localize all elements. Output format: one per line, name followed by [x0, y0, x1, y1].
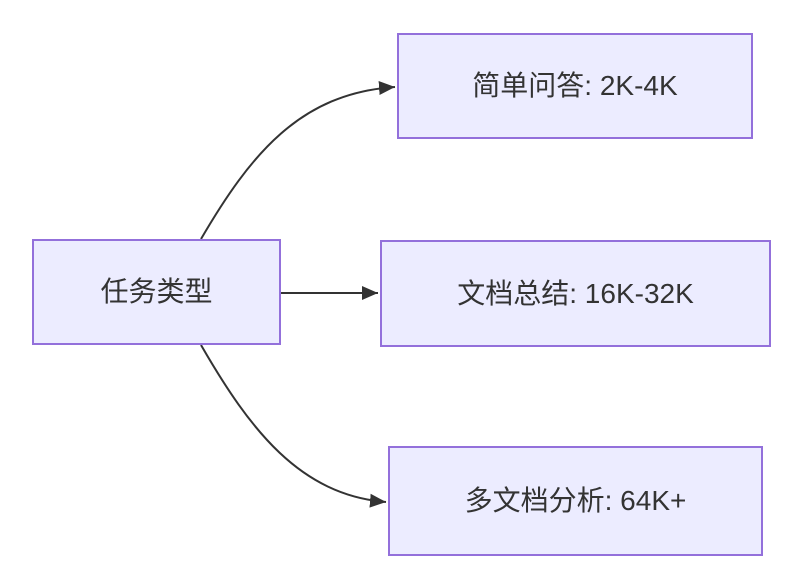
- node-task-type: 任务类型: [32, 239, 281, 345]
- node-multi-doc-analysis: 多文档分析: 64K+: [388, 446, 763, 556]
- edge-root-to-multi-doc: [200, 344, 387, 508]
- node-doc-summary: 文档总结: 16K-32K: [380, 240, 771, 347]
- node-simple-qa: 简单问答: 2K-4K: [397, 33, 753, 139]
- edge-root-to-simple-qa: [200, 81, 396, 240]
